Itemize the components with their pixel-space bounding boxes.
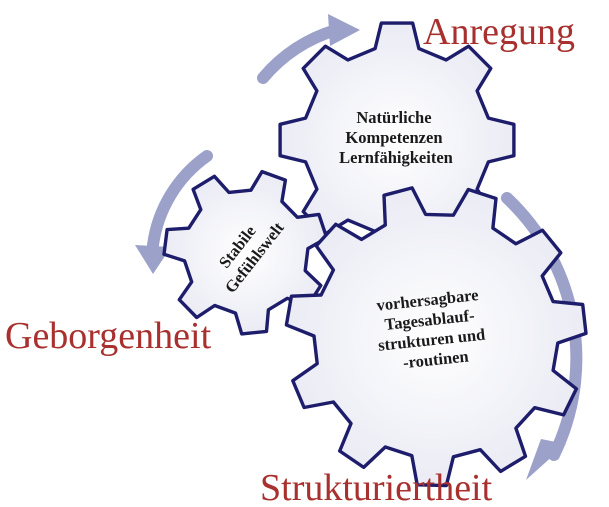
arrow-top-arc [257, 24, 342, 84]
gear-left [162, 169, 329, 336]
arrow-left [135, 150, 213, 274]
gear-top-line-3: Lernfähigkeiten [339, 148, 453, 167]
label-anregung: Anregung [423, 11, 575, 53]
arrow-top [257, 14, 360, 84]
gear-big-text: vorhersagbare Tagesablauf- strukturen un… [373, 284, 492, 374]
gear-top-line-2: Kompetenzen [345, 128, 442, 147]
gear-big [284, 186, 588, 488]
gear-top-line-1: Natürliche [356, 108, 431, 127]
label-strukturiertheit: Strukturiertheit [260, 467, 493, 507]
arrow-top-head [328, 14, 360, 46]
label-geborgenheit: Geborgenheit [5, 315, 212, 357]
arrow-left-head [135, 245, 171, 274]
arrow-right-head [526, 439, 566, 480]
gear-top-text: Natürliche Kompetenzen Lernfähigkeiten [339, 108, 453, 167]
arrow-left-arc [147, 150, 213, 251]
